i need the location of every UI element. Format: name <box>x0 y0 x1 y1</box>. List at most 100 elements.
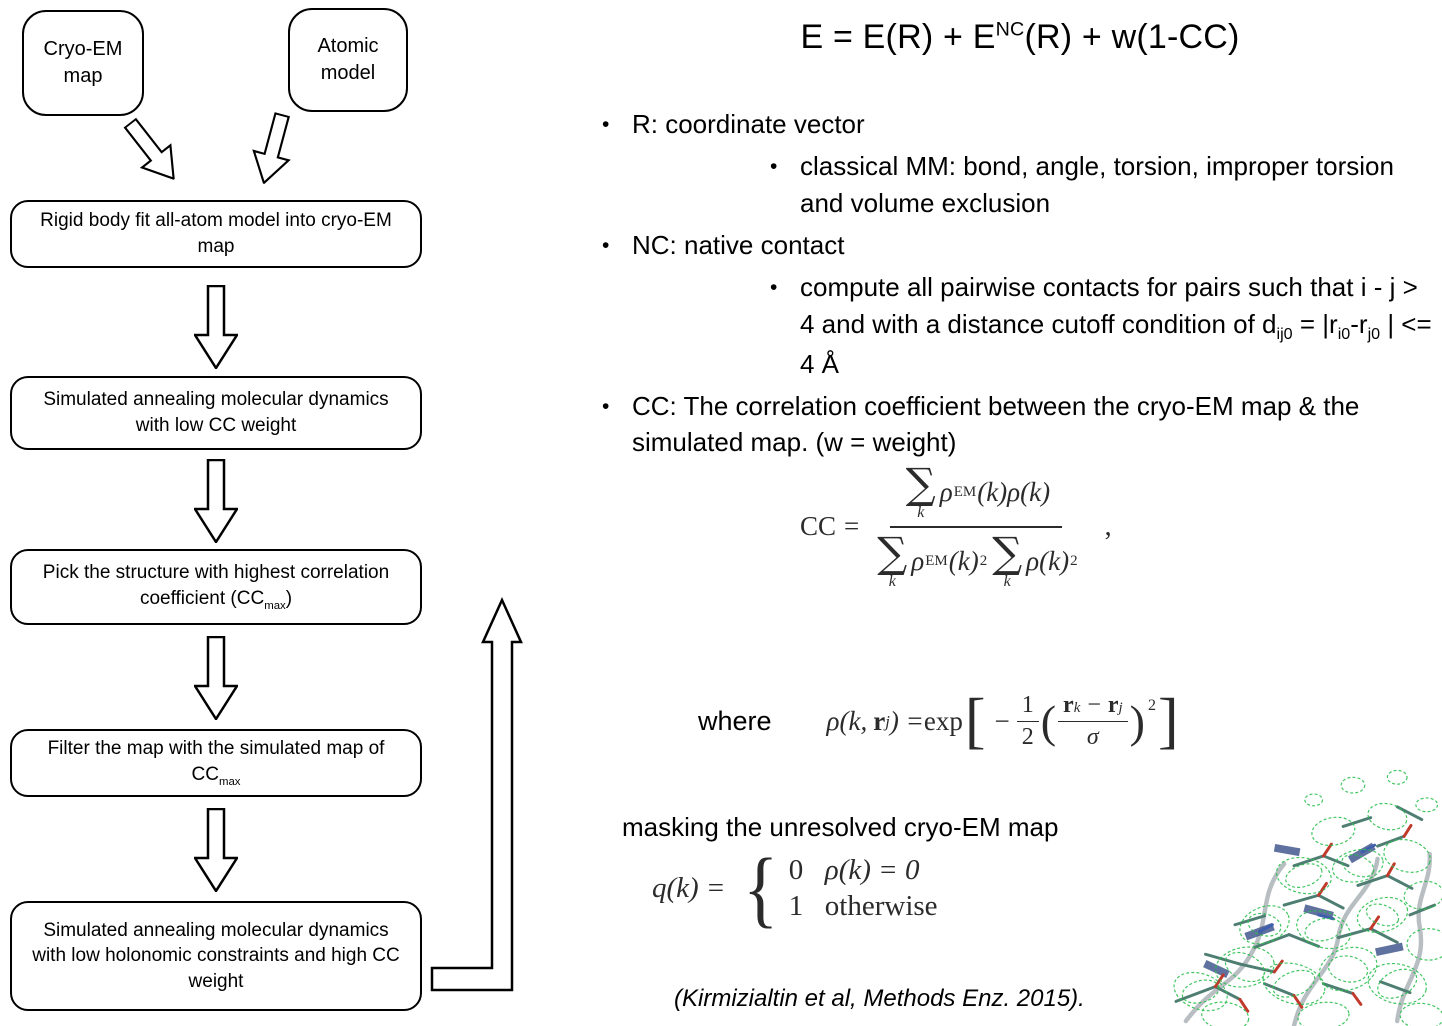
bullet-item-cc: • CC: The correlation coefficient betwee… <box>602 388 1442 462</box>
summation-symbol: ∑k <box>992 531 1022 590</box>
left-brace: { <box>742 840 778 936</box>
math-text: 2 <box>1070 552 1078 569</box>
flow-box-label: Atomic model <box>317 35 379 84</box>
math-text: 1 <box>1016 692 1039 722</box>
equation-superscript: NC <box>995 18 1025 41</box>
bullet-item-r-vector: • R: coordinate vector <box>602 106 1442 143</box>
bullet-text-segment: = |r <box>1292 308 1338 339</box>
right-paren: ) <box>1129 695 1145 747</box>
diagonal-arrow-icon <box>123 117 175 181</box>
bullet-icon: • <box>602 113 610 136</box>
math-text: k <box>1073 700 1081 716</box>
math-text: q(k) = <box>652 872 726 905</box>
math-text: r <box>1107 692 1119 718</box>
diagonal-arrow-icon <box>252 111 291 185</box>
flow-box-sa-low-cc: Simulated annealing molecular dynamics w… <box>10 376 422 450</box>
math-text: EM <box>925 552 948 569</box>
math-text: ρ(k) = 0 <box>824 854 920 887</box>
math-text: otherwise <box>824 890 938 923</box>
math-text: 2 <box>979 552 988 569</box>
down-arrow-icon <box>194 285 238 369</box>
math-text: ρ <box>939 476 953 507</box>
math-text: (k) <box>977 476 1008 507</box>
equation-text: (R) + w(1-CC) <box>1024 18 1240 56</box>
label-text: Filter the map with the simulated map of… <box>47 738 385 785</box>
label-text: ) <box>285 587 293 609</box>
bullet-text: compute all pairwise contacts for pairs … <box>800 269 1438 383</box>
flow-box-pick-structure: Pick the structure with highest correlat… <box>10 549 422 625</box>
math-text: j <box>885 711 890 731</box>
bullet-list: • R: coordinate vector • classical MM: b… <box>602 106 1442 466</box>
flow-box-label: Pick the structure with highest correlat… <box>26 560 406 614</box>
right-bracket: ] <box>1157 686 1179 755</box>
summation-symbol: ∑k <box>877 527 908 590</box>
bullet-text: R: coordinate vector <box>632 109 865 139</box>
flow-box-label: Simulated annealing molecular dynamics w… <box>43 389 389 436</box>
bullet-subscript: ij0 <box>1276 324 1293 343</box>
q-equation: q(k) = { 0 ρ(k) = 0 1 otherwise <box>652 840 938 936</box>
math-text: ρ(k) <box>1026 545 1070 576</box>
label-text: Pick the structure with highest correlat… <box>42 562 390 609</box>
math-text: 1 <box>788 890 804 923</box>
bullet-item-classical-mm: • classical MM: bond, angle, torsion, im… <box>770 148 1442 222</box>
down-arrow-icon <box>194 459 238 543</box>
masking-label: masking the unresolved cryo-EM map <box>622 812 1059 842</box>
math-text: ∑ <box>905 459 936 508</box>
math-text: 2 <box>1147 696 1156 714</box>
citation: (Kirmizialtin et al, Methods Enz. 2015). <box>674 985 1085 1012</box>
left-bracket: [ <box>964 686 986 755</box>
bullet-text: classical MM: bond, angle, torsion, impr… <box>800 150 1394 218</box>
bullet-text: CC: The correlation coefficient between … <box>632 390 1360 458</box>
math-text: , <box>1104 510 1112 542</box>
math-text: 0 <box>788 854 804 887</box>
equation-text: E = E(R) + E <box>800 18 996 56</box>
summation-symbol: ∑k <box>905 459 936 521</box>
math-text: j <box>1118 700 1123 716</box>
flow-box-sa-high-cc: Simulated annealing molecular dynamics w… <box>10 901 422 1011</box>
molecule-figure <box>1173 769 1442 1026</box>
math-text: ρ <box>911 545 925 576</box>
down-arrow-icon <box>194 636 238 720</box>
case-row: 1 otherwise <box>789 890 938 923</box>
math-text: r <box>873 706 886 736</box>
energy-equation: E = E(R) + ENC(R) + w(1-CC) <box>700 18 1340 57</box>
bullet-item-compute-contacts: • compute all pairwise contacts for pair… <box>770 269 1442 383</box>
bullet-text-segment: compute all pairwise contacts for pairs … <box>800 271 1418 339</box>
math-text: ρ(k) <box>1007 476 1051 507</box>
label-subscript: max <box>264 599 286 612</box>
bullet-icon: • <box>770 275 778 299</box>
bullet-icon: • <box>602 233 610 257</box>
math-text: EM <box>953 483 977 500</box>
math-text: k <box>1003 572 1011 590</box>
bullet-text-segment: | <= 4 Å <box>800 308 1432 379</box>
math-text: exp <box>923 706 963 736</box>
cases-block: 0 ρ(k) = 0 1 otherwise <box>789 854 938 923</box>
math-text: − <box>1087 692 1101 718</box>
flow-box-cryo-em-map: Cryo-EM map <box>22 10 144 116</box>
flow-box-label: Filter the map with the simulated map of… <box>26 736 406 790</box>
where-label: where <box>698 706 772 736</box>
label-subscript: max <box>218 775 241 788</box>
math-text: k <box>888 572 896 590</box>
flow-box-rigid-fit: Rigid body fit all-atom model into cryo-… <box>10 200 422 268</box>
math-text: ) = <box>889 706 924 736</box>
bullet-text: NC: native contact <box>632 229 845 260</box>
flow-box-label: Simulated annealing molecular dynamics w… <box>32 919 400 992</box>
math-text: ∑ <box>877 527 908 577</box>
bullet-subscript: i0 <box>1337 324 1351 343</box>
flow-box-label: Rigid body fit all-atom model into cryo-… <box>40 210 392 257</box>
math-text: σ <box>1086 724 1099 750</box>
case-row: 0 ρ(k) = 0 <box>789 854 938 887</box>
bullet-icon: • <box>602 394 610 418</box>
bullet-icon: • <box>770 154 778 178</box>
flow-box-atomic-model: Atomic model <box>288 8 408 112</box>
math-text: (k) <box>948 545 979 576</box>
math-text: r <box>1063 692 1074 718</box>
